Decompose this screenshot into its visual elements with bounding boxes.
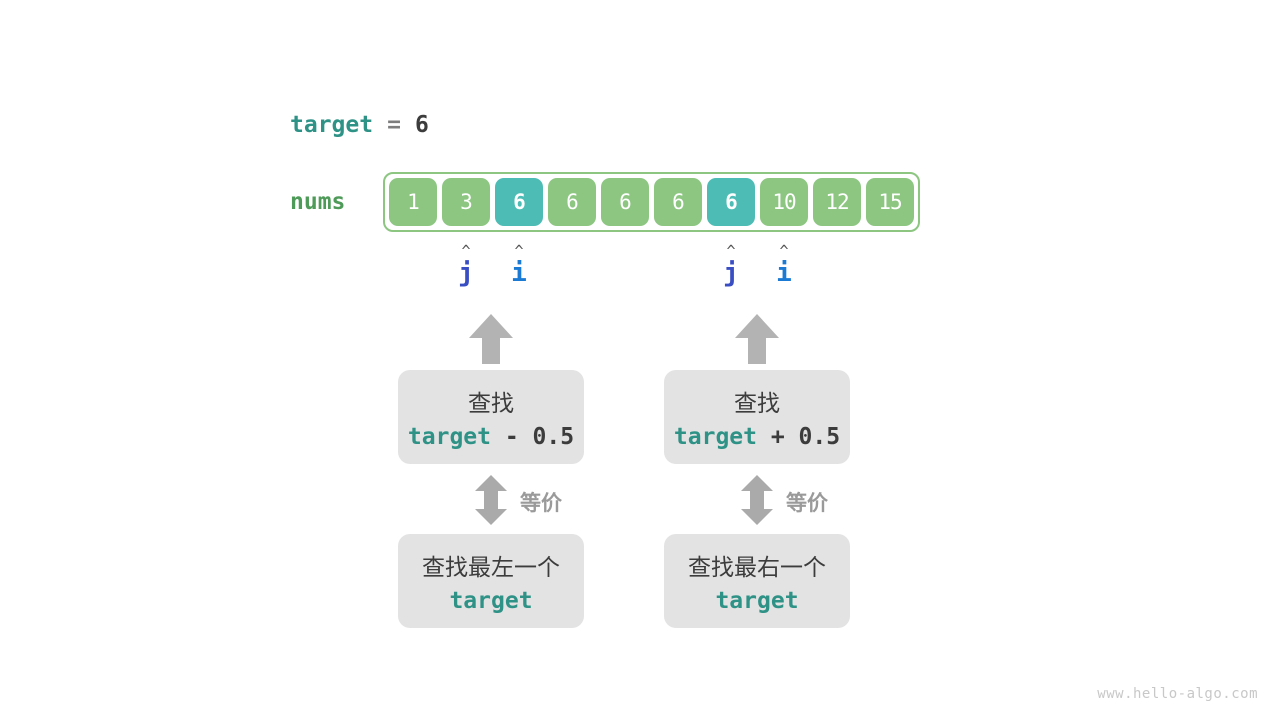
pointer-label: i	[511, 258, 527, 288]
upper-left-expr-op: -	[491, 424, 533, 450]
array-cell: 6	[654, 178, 702, 226]
upper-box-right-expression: target + 0.5	[674, 424, 840, 450]
upper-box-left: 查找 target - 0.5	[398, 370, 584, 464]
target-variable-name: target	[290, 112, 374, 138]
upper-box-right-line1: 查找	[734, 391, 780, 417]
caret-icon: ^	[461, 242, 471, 260]
pointer-i: ^i	[495, 242, 543, 289]
upper-box-left-expression: target - 0.5	[408, 424, 574, 450]
array-cell: 3	[442, 178, 490, 226]
target-value: 6	[414, 112, 429, 138]
equivalence-arrow-right	[738, 474, 776, 530]
array-cell: 6	[495, 178, 543, 226]
array-cell: 15	[866, 178, 914, 226]
pointer-label: j	[458, 258, 474, 288]
equals-sign: =	[387, 112, 401, 138]
up-arrow-left	[466, 312, 516, 368]
array-cell: 10	[760, 178, 808, 226]
upper-right-expr-op: +	[757, 424, 799, 450]
pointer-i: ^i	[760, 242, 808, 289]
array-cell: 12	[813, 178, 861, 226]
upper-box-right: 查找 target + 0.5	[664, 370, 850, 464]
caret-icon: ^	[779, 242, 789, 260]
lower-box-right: 查找最右一个 target	[664, 534, 850, 628]
upper-left-expr-var: target	[407, 424, 491, 450]
pointer-j: ^j	[442, 242, 490, 289]
array-cell: 6	[601, 178, 649, 226]
caret-icon: ^	[726, 242, 736, 260]
array-cell: 6	[707, 178, 755, 226]
array-cell: 1	[389, 178, 437, 226]
equivalence-label-left: 等价	[520, 491, 562, 515]
lower-box-left-line2: target	[449, 588, 533, 614]
lower-box-right-line1: 查找最右一个	[688, 555, 826, 581]
up-arrow-right	[732, 312, 782, 368]
upper-box-left-line1: 查找	[468, 391, 514, 417]
nums-label: nums	[290, 189, 346, 215]
watermark: www.hello-algo.com	[1097, 686, 1258, 702]
lower-box-right-line2: target	[715, 588, 799, 614]
upper-right-expr-var: target	[673, 424, 757, 450]
caret-icon: ^	[514, 242, 524, 260]
array-cell: 6	[548, 178, 596, 226]
pointer-label: j	[723, 258, 739, 288]
lower-box-left: 查找最左一个 target	[398, 534, 584, 628]
upper-left-expr-num: 0.5	[532, 424, 575, 450]
pointer-j: ^j	[707, 242, 755, 289]
pointer-label: i	[776, 258, 792, 288]
upper-right-expr-num: 0.5	[798, 424, 841, 450]
equivalence-label-right: 等价	[786, 491, 828, 515]
target-declaration: target = 6	[290, 112, 429, 138]
equivalence-arrow-left	[472, 474, 510, 530]
lower-box-left-line1: 查找最左一个	[422, 555, 560, 581]
